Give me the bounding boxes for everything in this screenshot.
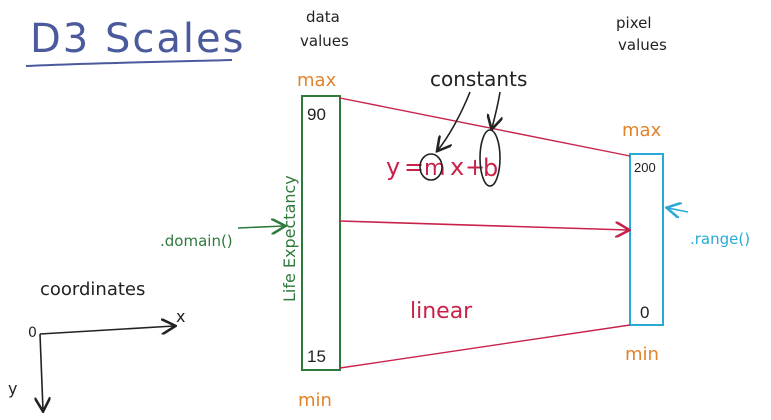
range-max-label: max	[622, 120, 662, 141]
constants-arrow-b	[492, 91, 500, 128]
constants-arrow-m	[438, 91, 471, 150]
range-arrow	[668, 208, 689, 212]
middle-mapping-arrow	[339, 220, 628, 230]
formula-x: x	[450, 153, 464, 181]
domain-arrow	[237, 226, 284, 228]
domain-max-value: 90	[307, 105, 326, 124]
range-box	[629, 153, 664, 326]
min-mapping-line	[339, 324, 631, 369]
x-axis-label: x	[176, 307, 185, 326]
formula-y: y	[386, 153, 400, 181]
range-min-label: min	[625, 344, 659, 365]
range-max-value: 200	[634, 160, 656, 175]
data-values-label-2: values	[300, 32, 349, 50]
domain-min-label: min	[298, 390, 332, 411]
domain-min-value: 15	[307, 347, 326, 366]
range-method-label: .range()	[690, 230, 750, 248]
domain-max-label: max	[297, 70, 337, 91]
pixel-values-label-1: pixel	[616, 14, 652, 32]
constants-label: constants	[430, 67, 527, 91]
page-title: D3 Scales	[30, 16, 245, 62]
life-expectancy-label: Life Expectancy	[280, 175, 299, 302]
coordinates-label: coordinates	[40, 279, 145, 300]
origin-label: 0	[28, 325, 37, 341]
range-min-value: 0	[640, 303, 649, 322]
pixel-values-label-2: values	[618, 36, 667, 54]
m-circle	[419, 153, 443, 181]
domain-box	[301, 95, 341, 371]
formula-b: b	[483, 154, 498, 182]
y-axis-arrow	[40, 333, 43, 410]
max-mapping-line	[339, 97, 631, 157]
y-axis-label: y	[8, 379, 17, 398]
title-underline	[25, 59, 233, 67]
domain-method-label: .domain()	[160, 232, 233, 250]
x-axis-arrow	[39, 326, 174, 335]
linear-label: linear	[410, 299, 473, 324]
formula-equals: =	[404, 153, 424, 181]
data-values-label-1: data	[306, 8, 340, 26]
